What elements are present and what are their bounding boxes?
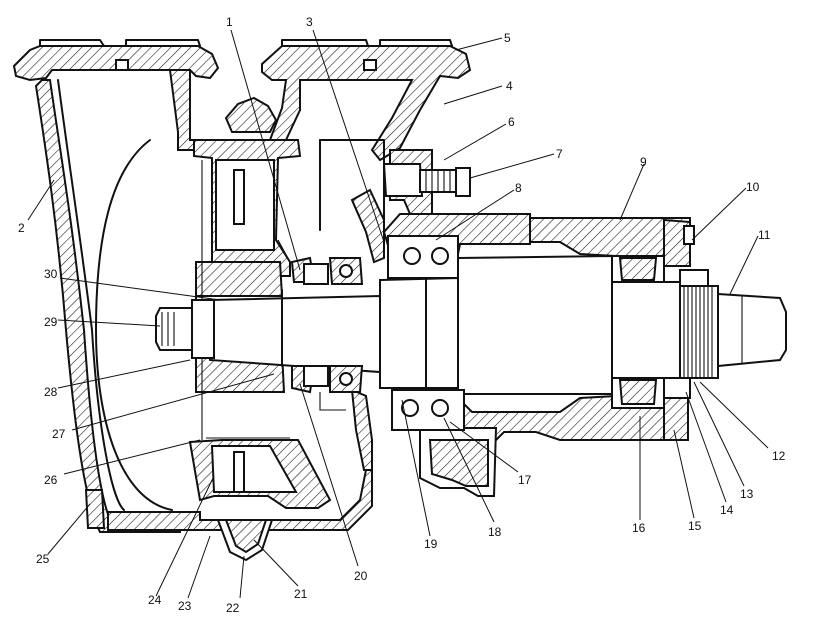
callout-2: 2 xyxy=(18,221,25,235)
callout-22: 22 xyxy=(226,601,240,615)
callout-15: 15 xyxy=(688,519,702,533)
callout-8: 8 xyxy=(515,181,522,195)
callout-4: 4 xyxy=(506,79,513,93)
callout-18: 18 xyxy=(488,525,502,539)
callout-30: 30 xyxy=(44,267,58,281)
callout-13: 13 xyxy=(740,487,754,501)
callout-7: 7 xyxy=(556,147,563,161)
impeller xyxy=(188,139,332,509)
callout-28: 28 xyxy=(44,385,58,399)
callout-11: 11 xyxy=(758,228,771,242)
callout-14: 14 xyxy=(720,503,734,517)
callout-9: 9 xyxy=(640,155,647,169)
callout-1: 1 xyxy=(226,15,233,29)
callout-3: 3 xyxy=(306,15,313,29)
callout-19: 19 xyxy=(424,537,438,551)
impeller-nut xyxy=(155,299,215,359)
callout-29: 29 xyxy=(44,315,58,329)
mechanical-seal xyxy=(290,256,364,411)
callout-25: 25 xyxy=(36,552,50,566)
callout-5: 5 xyxy=(504,31,511,45)
callout-27: 27 xyxy=(52,427,66,441)
leader-lines xyxy=(27,29,769,599)
callout-21: 21 xyxy=(294,587,308,601)
callout-24: 24 xyxy=(148,593,162,607)
callout-17: 17 xyxy=(518,473,532,487)
callout-6: 6 xyxy=(508,115,515,129)
callout-23: 23 xyxy=(178,599,192,613)
callout-10: 10 xyxy=(746,180,760,194)
callout-labels: 1 2 3 4 5 6 7 8 9 10 11 12 13 14 15 16 1… xyxy=(18,15,786,615)
callout-26: 26 xyxy=(44,473,58,487)
callout-16: 16 xyxy=(632,521,646,535)
shaft xyxy=(209,254,787,395)
callout-12: 12 xyxy=(772,449,786,463)
pump-casing xyxy=(12,39,472,562)
callout-20: 20 xyxy=(354,569,368,583)
